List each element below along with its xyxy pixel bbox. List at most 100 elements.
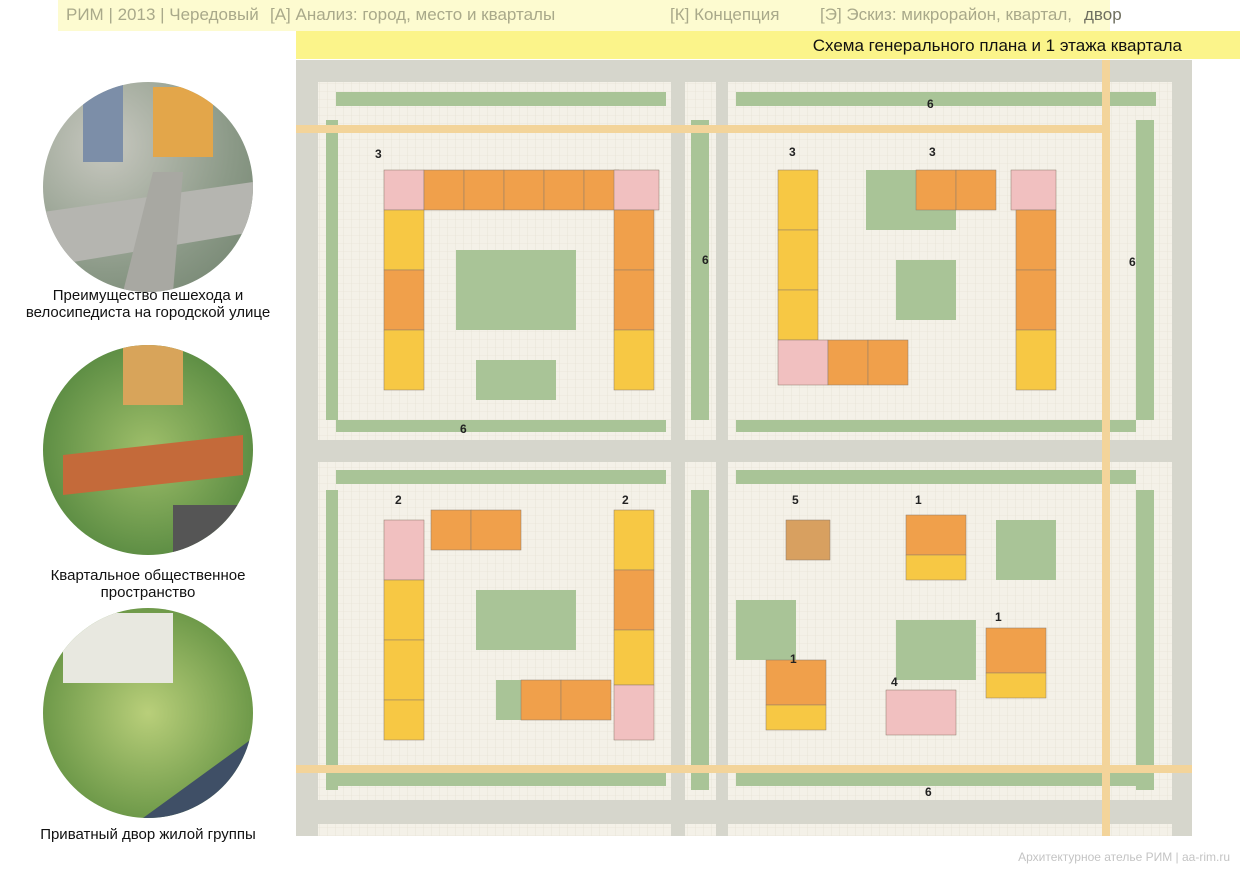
lawn (736, 470, 1136, 484)
nav-sketch[interactable]: [Э] Эскиз: микрорайон, квартал, (820, 5, 1073, 24)
road (716, 60, 728, 836)
building (1015, 329, 1057, 391)
building (503, 169, 545, 211)
building (777, 289, 819, 341)
plan-label: 1 (995, 610, 1002, 624)
building (383, 329, 425, 391)
building (1015, 209, 1057, 271)
building (383, 699, 425, 741)
plan-label: 1 (790, 652, 797, 666)
lawn (476, 590, 576, 650)
building (1010, 169, 1057, 211)
caption-private-yard: Приватный двор жилой группы (40, 826, 256, 843)
building (765, 659, 827, 706)
plan-label: 3 (375, 147, 382, 161)
plan-label: 6 (925, 785, 932, 799)
building (985, 627, 1047, 674)
building (613, 329, 655, 391)
lawn (691, 120, 709, 420)
caption-street: Преимущество пешехода и велосипедиста на… (25, 287, 271, 321)
plan-label: 3 (929, 145, 936, 159)
building (955, 169, 997, 211)
page-title: Схема генерального плана и 1 этажа кварт… (812, 36, 1182, 55)
building (430, 509, 472, 551)
building (383, 519, 425, 581)
road (296, 440, 1192, 462)
building (583, 169, 620, 211)
nav-analysis[interactable]: [А] Анализ: город, место и кварталы (270, 5, 556, 24)
plan-label: 2 (395, 493, 402, 507)
plan-label: 6 (927, 97, 934, 111)
lawn (1136, 490, 1154, 790)
nav-concept[interactable]: [К] Концепция (670, 5, 780, 24)
building (613, 629, 655, 686)
building (1015, 269, 1057, 331)
lawn (736, 420, 1136, 432)
footer-credit: Архитектурное ателье РИМ | aa-rim.ru (1018, 850, 1230, 864)
building (885, 689, 957, 736)
lawn (736, 772, 1136, 786)
lawn (476, 360, 556, 400)
building (383, 579, 425, 641)
pedestrian-path (296, 125, 1106, 133)
plan-label: 6 (460, 422, 467, 436)
lawn (736, 600, 796, 660)
plan-label: 5 (792, 493, 799, 507)
building (905, 554, 967, 581)
building (383, 639, 425, 701)
lawn (326, 490, 338, 790)
building (613, 269, 655, 331)
pedestrian-path (1102, 60, 1110, 836)
building (560, 679, 612, 721)
street-illustration (43, 82, 253, 292)
plan-label: 2 (622, 493, 629, 507)
lawn (336, 772, 666, 786)
title-bar: Схема генерального плана и 1 этажа кварт… (296, 31, 1240, 59)
building (470, 509, 522, 551)
building (827, 339, 869, 386)
public-space-illustration (43, 345, 253, 555)
plan-label: 3 (789, 145, 796, 159)
lawn (691, 490, 709, 790)
lawn (456, 250, 576, 330)
lawn (896, 260, 956, 320)
lawn (326, 120, 338, 420)
lawn (336, 92, 666, 106)
building (765, 704, 827, 731)
building (613, 509, 655, 571)
building (905, 514, 967, 556)
lawn (336, 470, 666, 484)
caption-public-space: Квартальное общественное пространство (50, 567, 246, 601)
plan-label: 6 (702, 253, 709, 267)
lawn (736, 92, 1156, 106)
lawn (896, 620, 976, 680)
building (867, 339, 909, 386)
road (296, 60, 1192, 82)
building (383, 209, 425, 271)
building (520, 679, 562, 721)
building (777, 339, 829, 386)
lawn (336, 420, 666, 432)
header-nav-bar: РИМ | 2013 | Чередовый [А] Анализ: город… (58, 0, 1122, 31)
road (296, 800, 1192, 824)
building (915, 169, 957, 211)
building (463, 169, 505, 211)
building (777, 229, 819, 291)
building (423, 169, 465, 211)
pedestrian-path (296, 765, 1192, 773)
building (613, 169, 660, 211)
plan-label: 1 (915, 493, 922, 507)
building (383, 269, 425, 331)
building (613, 569, 655, 631)
building (785, 519, 831, 561)
building (543, 169, 585, 211)
nav-project[interactable]: РИМ | 2013 | Чередовый (66, 5, 259, 24)
building (613, 209, 655, 271)
lawn (996, 520, 1056, 580)
nav-yard[interactable]: двор (1084, 5, 1122, 24)
lawn (1136, 120, 1154, 420)
road (671, 60, 685, 836)
building (777, 169, 819, 231)
private-yard-illustration (43, 608, 253, 818)
